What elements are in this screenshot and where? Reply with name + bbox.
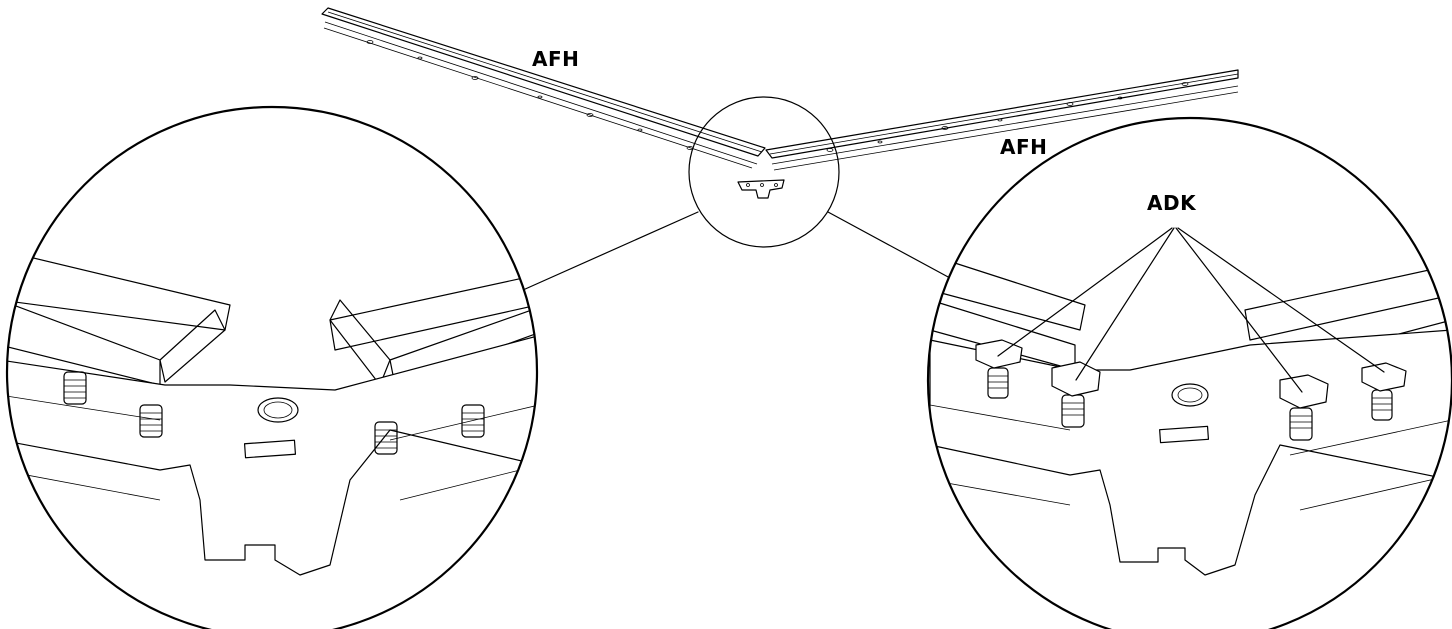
label-rail-right: AFH: [1000, 135, 1047, 159]
label-rail-left: AFH: [532, 47, 579, 71]
label-fastener: ADK: [1147, 191, 1197, 215]
corner-bracket-small: [737, 179, 785, 199]
adk-leader-lines: [997, 227, 1385, 393]
stud-group-left: [63, 371, 485, 455]
rail-right-afh: [765, 69, 1239, 171]
detail-view-left: [7, 249, 537, 576]
rail-left-afh: [321, 7, 766, 169]
detail-callout-circle: [688, 96, 840, 248]
leader-line-right: [827, 211, 951, 279]
leader-line-left: [522, 211, 699, 291]
nut-and-stud-group-right: [975, 339, 1407, 441]
detail-circle-right: [926, 116, 1452, 629]
detail-view-right: [929, 254, 1452, 576]
detail-circle-left: [5, 105, 539, 629]
